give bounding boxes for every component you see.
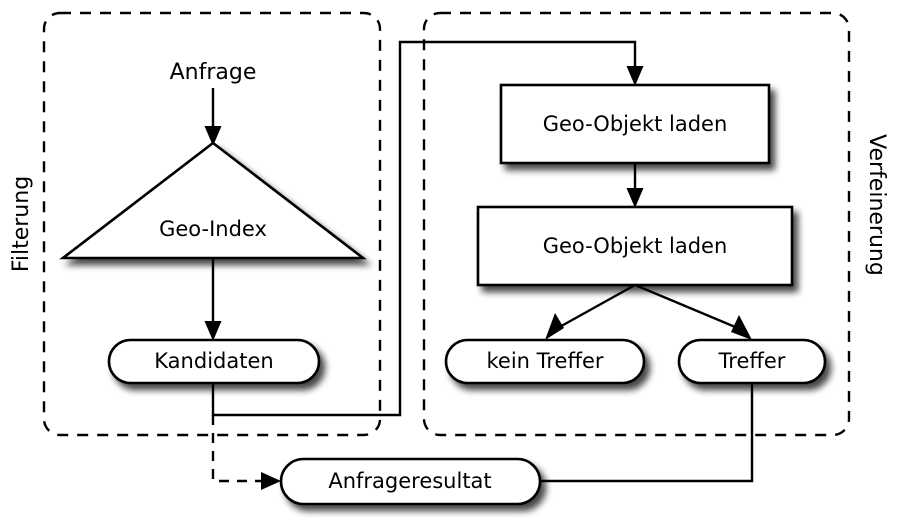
node-treffer-label: Treffer [718, 349, 786, 373]
node-geo-index-label: Geo-Index [159, 217, 267, 241]
group-filterung-label: Filterung [9, 176, 34, 272]
edge-laden2-to-treffer [634, 283, 752, 340]
node-kandidaten-label: Kandidaten [154, 349, 273, 373]
node-kein-treffer-shape[interactable] [444, 338, 646, 385]
arrowhead-icon [626, 188, 644, 208]
edge-kandidaten-to-geo-objekt-laden-1 [211, 40, 644, 417]
label-anfrage: Anfrage [170, 60, 257, 85]
arrowhead-icon [626, 66, 644, 86]
node-anfrageresultat-shape[interactable] [279, 457, 542, 506]
edge-anfrage-to-geo-index [204, 88, 222, 146]
arrowhead-icon [261, 472, 281, 490]
node-kein-treffer[interactable] [444, 338, 646, 385]
node-geo-objekt-laden-1-shape[interactable] [499, 83, 771, 165]
node-kandidaten[interactable] [107, 338, 321, 385]
node-geo-objekt-laden-2-label: Geo-Objekt laden [543, 234, 728, 258]
node-geo-index-shape[interactable] [59, 141, 367, 260]
edge-treffer-to-anfrageresultat [540, 382, 754, 483]
arrowhead-icon [545, 313, 564, 340]
node-geo-objekt-laden-2-shape[interactable] [476, 205, 794, 287]
group-filterung: Filterung [9, 11, 382, 437]
node-kandidaten-shape[interactable] [107, 338, 321, 385]
group-filterung-border [42, 11, 382, 437]
node-geo-objekt-laden-1[interactable] [499, 83, 771, 165]
arrowhead-icon [204, 321, 222, 341]
node-kein-treffer-label: kein Treffer [486, 349, 603, 373]
edge-laden1-to-laden2 [626, 163, 644, 208]
group-verfeinerung-label: Verfeinerung [864, 134, 889, 276]
group-verfeinerung: Verfeinerung [422, 11, 889, 437]
node-geo-objekt-laden-2[interactable] [476, 205, 794, 287]
edge-laden2-to-kein-treffer [545, 283, 636, 340]
edge-geo-index-to-kandidaten [204, 258, 222, 341]
arrowhead-icon [731, 315, 752, 340]
node-treffer-shape[interactable] [677, 338, 827, 385]
arrowhead-icon [204, 126, 222, 146]
node-geo-objekt-laden-1-label: Geo-Objekt laden [543, 112, 728, 136]
node-anfrageresultat[interactable] [279, 457, 542, 506]
node-geo-index[interactable] [59, 141, 367, 260]
edge-kandidaten-to-anfrageresultat [211, 415, 281, 490]
node-treffer[interactable] [677, 338, 827, 385]
group-verfeinerung-border [422, 11, 851, 437]
node-anfrageresultat-label: Anfrageresultat [328, 469, 491, 493]
